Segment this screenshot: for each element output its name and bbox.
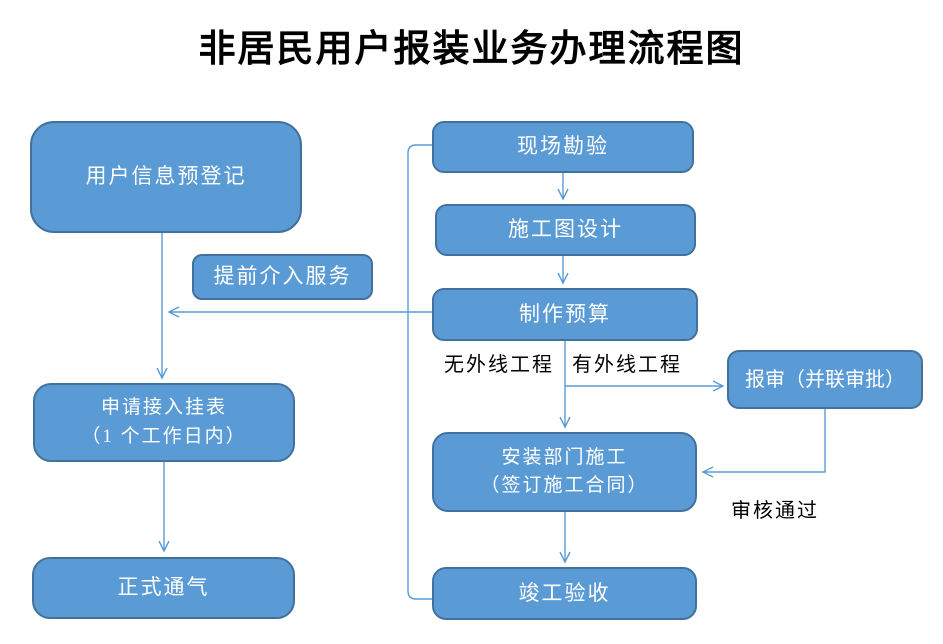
flow-node-installation-dept-construction: 安装部门施工 （签订施工合同）	[432, 432, 697, 512]
flow-node-official-gas-supply: 正式通气	[32, 557, 295, 619]
edge-label-has-external-line-works: 有外线工程	[572, 354, 682, 376]
flow-node-site-survey: 现场勘验	[432, 121, 694, 173]
flow-node-construction-drawing-design: 施工图设计	[435, 204, 696, 256]
flow-node-completion-acceptance: 竣工验收	[432, 567, 697, 620]
flow-node-user-info-preregistration: 用户信息预登记	[30, 121, 302, 233]
connector-survey-to-completion-side	[407, 144, 432, 600]
flow-node-apply-meter-connection: 申请接入挂表 （1 个工作日内）	[33, 383, 295, 462]
flow-node-budget-preparation: 制作预算	[432, 288, 698, 341]
page-title: 非居民用户报装业务办理流程图	[198, 29, 745, 70]
edge-label-approval-passed: 审核通过	[731, 500, 819, 522]
flow-node-submit-for-approval: 报审（并联审批）	[727, 350, 923, 409]
flow-node-early-intervention-service: 提前介入服务	[192, 254, 373, 300]
connector-approval-to-install	[701, 409, 826, 478]
edge-label-no-external-line-works: 无外线工程	[444, 354, 554, 376]
